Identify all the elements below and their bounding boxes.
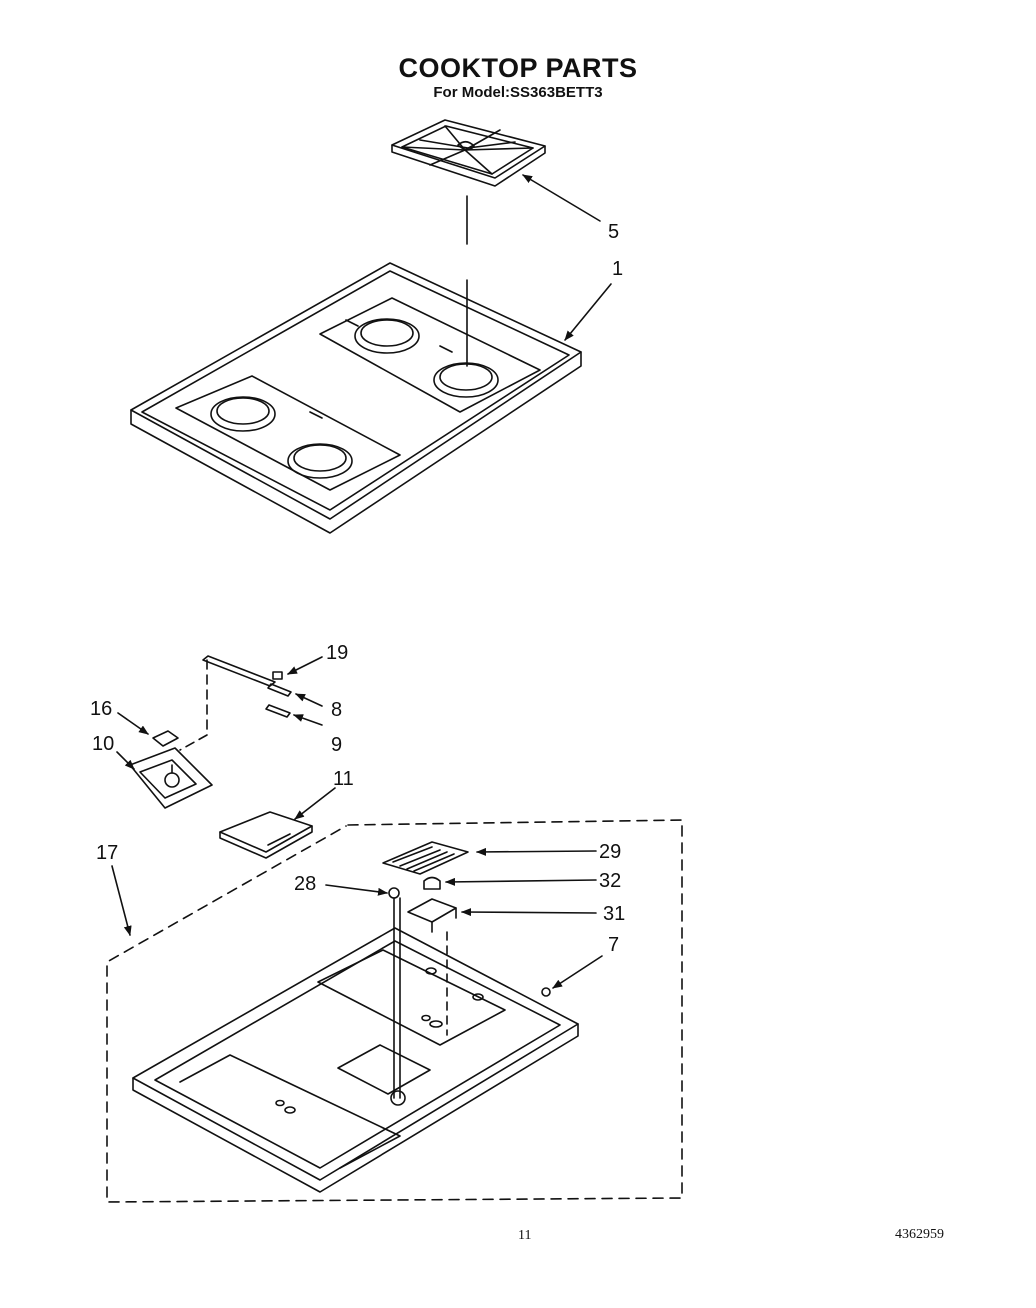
callout-17: 17 xyxy=(96,842,119,864)
dashed-group-box xyxy=(106,819,683,1203)
callout-31: 31 xyxy=(603,903,626,925)
burner-grate-part xyxy=(391,119,546,245)
callout-9: 9 xyxy=(331,734,343,756)
callout-1: 1 xyxy=(612,258,624,280)
wire-lead-part xyxy=(179,655,292,751)
callout-7: 7 xyxy=(608,934,620,956)
igniter-assembly-part xyxy=(129,730,313,859)
callout-32: 32 xyxy=(599,870,622,892)
callout-8: 8 xyxy=(331,699,343,721)
callout-19: 19 xyxy=(326,642,349,664)
page-number: 11 xyxy=(518,1228,532,1243)
callout-28: 28 xyxy=(294,873,317,895)
leader-lines xyxy=(111,174,612,989)
burner-box-part xyxy=(132,927,579,1193)
callout-5: 5 xyxy=(608,221,620,243)
page-title: COOKTOP PARTS xyxy=(398,53,638,83)
callout-10: 10 xyxy=(92,733,115,755)
model-subtitle: For Model:SS363BETT3 xyxy=(433,84,603,101)
document-number: 4362959 xyxy=(895,1227,944,1242)
cooktop-main-part xyxy=(130,262,582,534)
callout-16: 16 xyxy=(90,698,113,720)
callout-29: 29 xyxy=(599,841,622,863)
callout-11: 11 xyxy=(333,768,354,790)
valve-bracket-part xyxy=(382,841,551,1099)
